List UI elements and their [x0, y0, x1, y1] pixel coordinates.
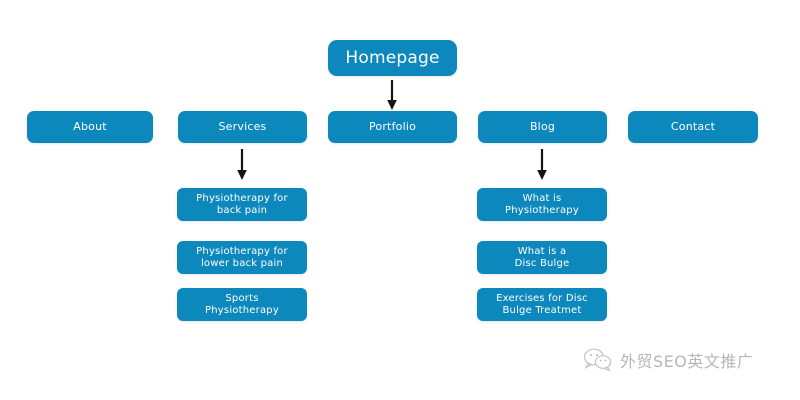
node-homepage-label: Homepage: [345, 47, 440, 68]
watermark-text: 外贸SEO英文推广: [620, 352, 754, 371]
node-blog-label: Blog: [529, 119, 556, 133]
node-portfolio[interactable]: Portfolio: [328, 111, 457, 143]
arrow-down-icon-blog: [535, 149, 549, 180]
node-physiotherapy-back-pain-label: Physiotherapy for back pain: [196, 192, 288, 216]
node-physiotherapy-lower-back-pain-label: Physiotherapy for lower back pain: [196, 245, 288, 269]
node-what-is-physiotherapy-label: What is Physiotherapy: [505, 192, 579, 216]
node-about[interactable]: About: [27, 111, 153, 143]
arrow-down-icon-services: [235, 149, 249, 180]
wechat-icon: [583, 347, 613, 373]
node-sports-physiotherapy-label: Sports Physiotherapy: [205, 292, 279, 316]
node-homepage[interactable]: Homepage: [328, 40, 457, 76]
node-about-label: About: [73, 119, 107, 133]
node-physiotherapy-back-pain[interactable]: Physiotherapy for back pain: [177, 188, 307, 221]
node-contact[interactable]: Contact: [628, 111, 758, 143]
arrow-down-icon-homepage: [385, 80, 399, 110]
node-exercises-for-disc-bulge-label: Exercises for Disc Bulge Treatmet: [496, 292, 588, 316]
node-exercises-for-disc-bulge[interactable]: Exercises for Disc Bulge Treatmet: [477, 288, 607, 321]
node-physiotherapy-lower-back-pain[interactable]: Physiotherapy for lower back pain: [177, 241, 307, 274]
watermark: 外贸SEO英文推广: [583, 347, 753, 373]
node-sports-physiotherapy[interactable]: Sports Physiotherapy: [177, 288, 307, 321]
node-what-is-a-disc-bulge[interactable]: What is a Disc Bulge: [477, 241, 607, 274]
node-contact-label: Contact: [670, 119, 716, 133]
node-services-label: Services: [218, 119, 267, 133]
node-services[interactable]: Services: [178, 111, 307, 143]
node-portfolio-label: Portfolio: [368, 119, 417, 133]
node-what-is-physiotherapy[interactable]: What is Physiotherapy: [477, 188, 607, 221]
node-blog[interactable]: Blog: [478, 111, 607, 143]
node-what-is-a-disc-bulge-label: What is a Disc Bulge: [514, 245, 570, 269]
